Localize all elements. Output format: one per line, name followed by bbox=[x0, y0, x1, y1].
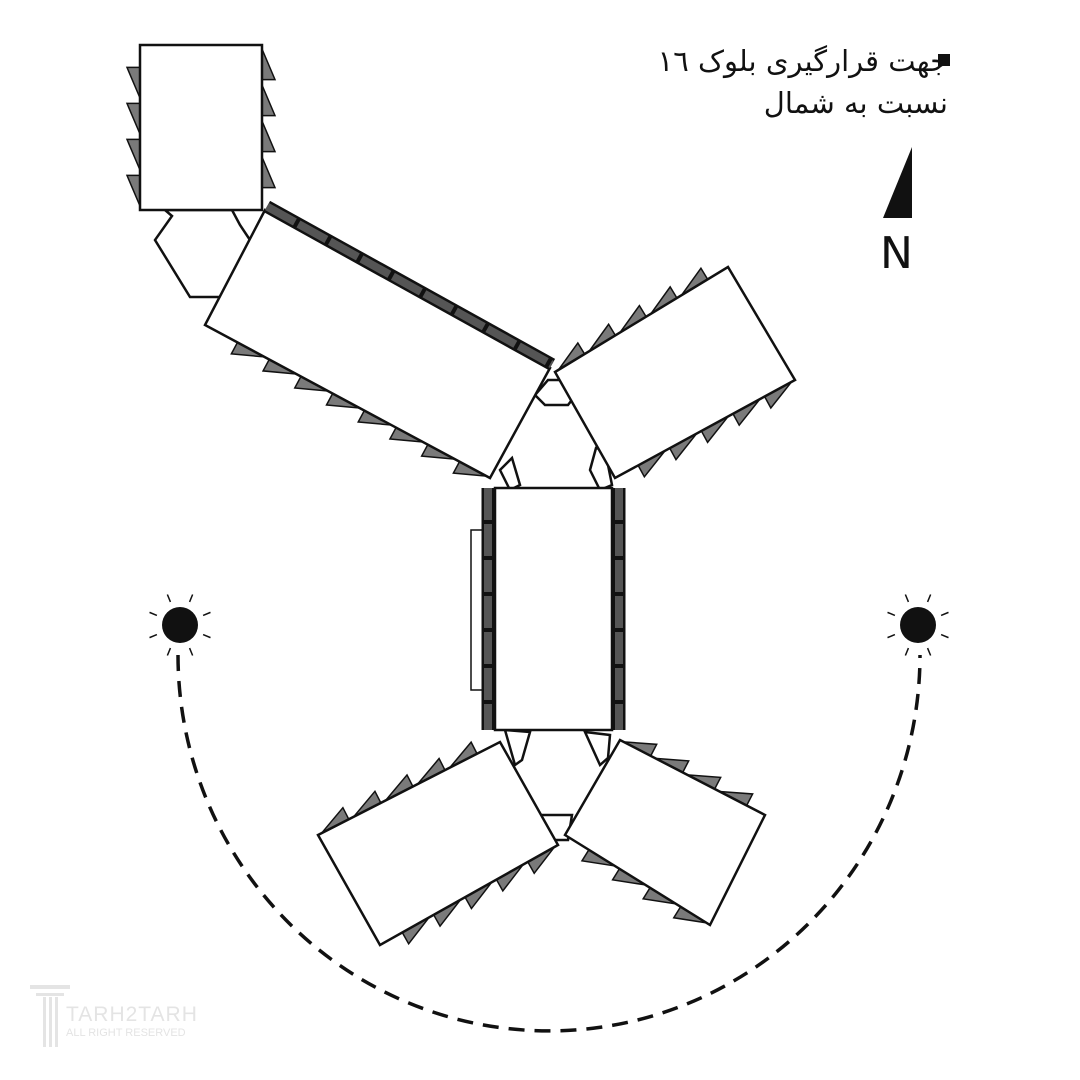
sun-east-icon-ray bbox=[202, 611, 211, 617]
north-label: N bbox=[880, 228, 913, 279]
sun-west-icon-ray bbox=[940, 633, 949, 639]
block-northwest-sun-shade bbox=[261, 120, 277, 153]
watermark-logo: TARH2TARH ALL RIGHT RESERVED bbox=[30, 985, 197, 1060]
watermark-brand: TARH2TARH bbox=[66, 1003, 198, 1026]
sun-east-icon-ray bbox=[149, 611, 158, 617]
connector-center-left bbox=[498, 455, 522, 492]
block-northwest-sun-shade bbox=[125, 174, 141, 207]
sun-west-icon-ray bbox=[926, 594, 932, 603]
legend-line-1: جهت قرارگیری بلوک ١٦ bbox=[657, 44, 948, 78]
sun-west-icon-ray bbox=[904, 647, 910, 656]
sun-west-icon bbox=[900, 607, 936, 643]
block-northeast bbox=[553, 265, 797, 480]
block-northwest-sun-shade bbox=[261, 48, 277, 81]
sun-east-icon-ray bbox=[166, 647, 172, 656]
central-annex bbox=[470, 529, 484, 691]
block-northwest-sun-shade bbox=[125, 66, 141, 99]
block-long-diagonal-shading-band-segment bbox=[265, 203, 554, 369]
block-southwest bbox=[316, 740, 560, 947]
block-northwest-sun-shade bbox=[261, 156, 277, 189]
legend: جهت قرارگیری بلوک ١٦ نسبت به شمال bbox=[658, 40, 948, 124]
sun-west-icon-ray bbox=[926, 647, 932, 656]
watermark-rights: ALL RIGHT RESERVED bbox=[66, 1027, 186, 1039]
block-central bbox=[493, 486, 614, 732]
sun-east-icon-ray bbox=[202, 633, 211, 639]
sun-west-icon-ray bbox=[940, 611, 949, 617]
sun-east-icon-ray bbox=[166, 594, 172, 603]
sun-west-icon-ray bbox=[887, 611, 896, 617]
sun-east-icon bbox=[162, 607, 198, 643]
block-southeast bbox=[563, 738, 767, 927]
connector-south-right bbox=[582, 730, 612, 768]
block-northwest-sun-shade bbox=[261, 84, 277, 117]
block-northwest-sun-shade bbox=[125, 138, 141, 171]
legend-bullet bbox=[938, 54, 950, 66]
legend-line-2: نسبت به شمال bbox=[763, 86, 948, 120]
sun-east-icon-ray bbox=[149, 633, 158, 639]
block-long-diagonal bbox=[203, 208, 552, 480]
sun-east-icon-ray bbox=[188, 647, 194, 656]
sun-path-arc bbox=[176, 654, 922, 1033]
north-arrow-icon bbox=[883, 147, 912, 218]
sun-west-icon-ray bbox=[887, 633, 896, 639]
block-northwest bbox=[138, 43, 264, 212]
connector-south-left bbox=[503, 728, 532, 768]
column-logo-icon bbox=[30, 985, 70, 1047]
sun-west-icon-ray bbox=[904, 594, 910, 603]
block-northwest-sun-shade bbox=[125, 102, 141, 135]
sun-east-icon-ray bbox=[188, 594, 194, 603]
